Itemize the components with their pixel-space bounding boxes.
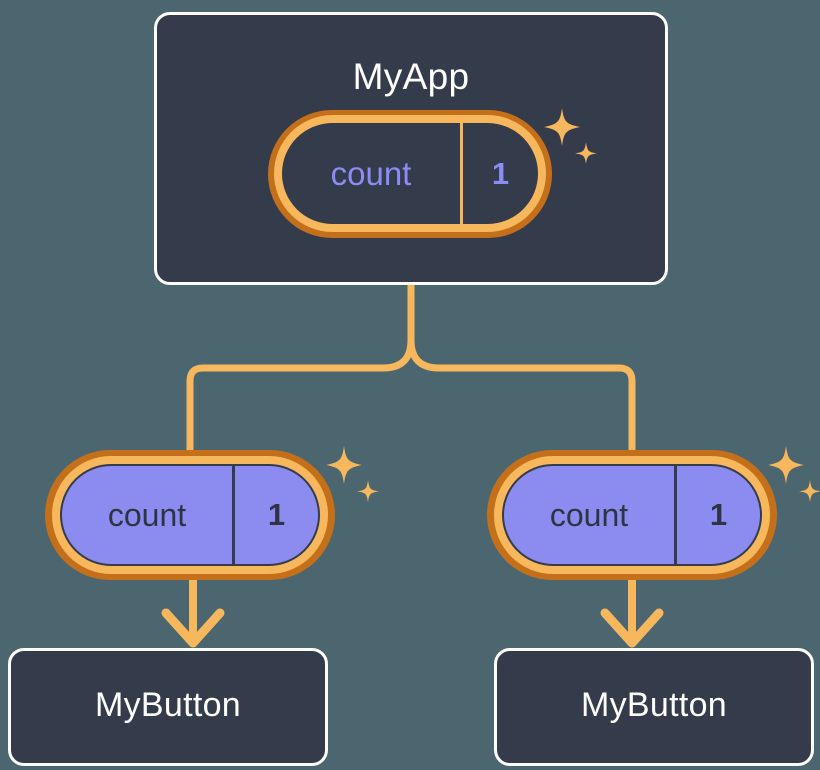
sparkle-icon-left [326, 446, 379, 502]
pill-body: count 1 [60, 464, 320, 566]
signal-pill-app[interactable]: count 1 [268, 110, 552, 238]
signal-value: 1 [674, 466, 760, 564]
component-label: MyButton [94, 686, 242, 724]
signal-pill-left[interactable]: count 1 [45, 450, 335, 580]
component-label: MyButton [580, 686, 728, 724]
signal-name: count [549, 496, 629, 533]
component-card-mybutton-right[interactable]: MyButton [494, 648, 814, 766]
signal-pill-right[interactable]: count 1 [487, 450, 777, 580]
signal-name: count [330, 154, 412, 192]
pill-body: count 1 [502, 464, 762, 566]
page-title: MyApp [352, 56, 470, 97]
signal-name: count [107, 496, 187, 533]
sparkle-icon-app [544, 108, 597, 164]
component-card-mybutton-left[interactable]: MyButton [8, 648, 328, 766]
signal-value: 1 [460, 123, 538, 224]
component-card-myapp[interactable]: MyApp [154, 12, 668, 285]
pill-body: count 1 [282, 123, 538, 224]
signal-value: 1 [232, 466, 318, 564]
sparkle-icon-right [768, 446, 820, 502]
